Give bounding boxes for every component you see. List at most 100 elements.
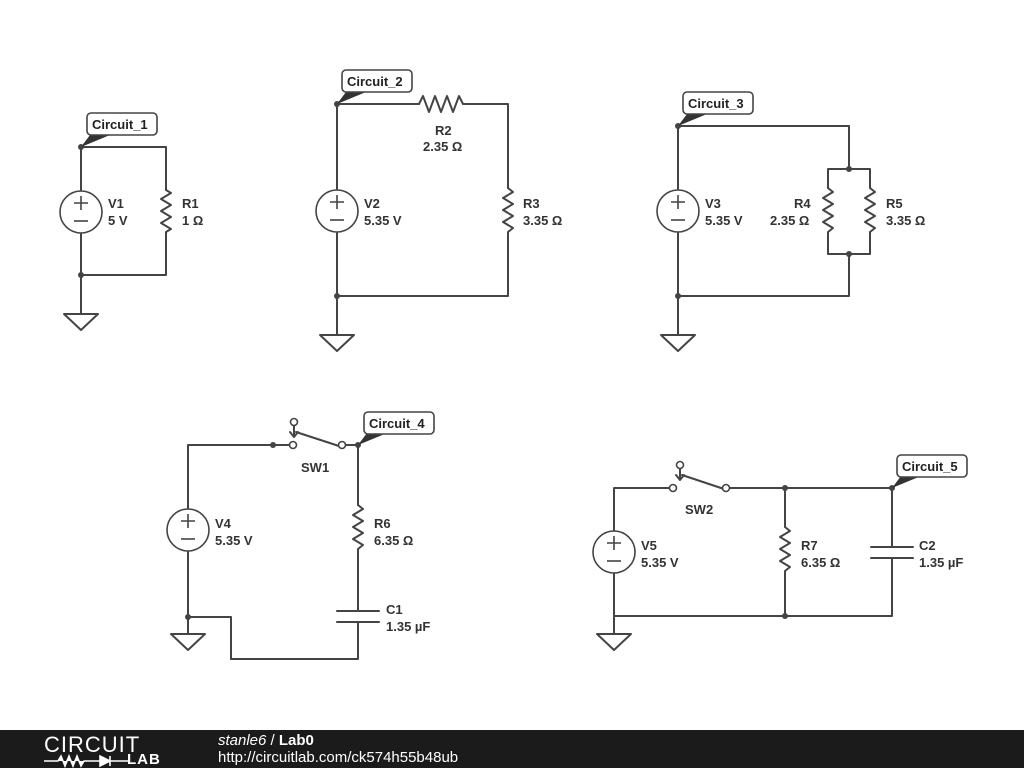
source-name-label: V1	[108, 196, 124, 211]
wire	[187, 444, 359, 660]
circuit-2: Circuit_2 V2 5.35 V R2 2.35 Ω R3 3.35 Ω	[315, 69, 562, 352]
junction-dot	[846, 251, 852, 257]
net-flag-label: Circuit_2	[347, 74, 403, 89]
resistor-name-label: R7	[801, 538, 818, 553]
voltage-source-v1	[59, 190, 103, 234]
resistor-value-label: 2.35 Ω	[423, 139, 462, 154]
ground-symbol	[660, 334, 696, 352]
project-credits: stanle6 / Lab0 http://circuitlab.com/ck5…	[218, 732, 458, 766]
resistor-value-label: 1 Ω	[182, 213, 203, 228]
ground-symbol	[63, 313, 99, 331]
junction-dot	[782, 485, 788, 491]
plus-sign	[181, 514, 195, 528]
voltage-source-v3	[656, 189, 700, 233]
junction-dot	[78, 272, 84, 278]
circuit-5: Circuit_5 SW2 V5 5.35 V R7 6.35 Ω C2 1.3…	[592, 454, 968, 651]
net-flag-circuit-2[interactable]	[341, 69, 413, 93]
junction-dot	[270, 442, 276, 448]
net-flag-label: Circuit_3	[688, 96, 744, 111]
plus-sign	[74, 196, 88, 210]
junction-dot	[782, 613, 788, 619]
logo-text-bottom: LAB	[127, 751, 161, 768]
resistor-value-label: 6.35 Ω	[374, 533, 413, 548]
net-flag-tail	[892, 476, 921, 488]
path-separator: /	[266, 732, 279, 749]
source-name-label: V3	[705, 196, 721, 211]
ground-symbol	[319, 334, 355, 352]
switch-name-label: SW2	[685, 502, 713, 517]
resistor-value-label: 3.35 Ω	[886, 213, 925, 228]
net-flag-circuit-5[interactable]	[896, 454, 968, 478]
resistor-r3	[502, 187, 514, 237]
resistor-r1	[160, 189, 172, 235]
capacitor-c2	[870, 546, 914, 559]
voltage-source-v4	[166, 508, 210, 552]
plus-sign	[607, 536, 621, 550]
net-flag-tail	[678, 114, 707, 126]
capacitor-name-label: C2	[919, 538, 936, 553]
switch-contact	[668, 483, 678, 493]
net-flag-label: Circuit_1	[92, 117, 148, 132]
source-name-label: V4	[215, 516, 232, 531]
net-flag-circuit-1[interactable]	[86, 112, 158, 136]
switch-arrow	[289, 425, 299, 438]
schematic-canvas: Circuit_1 V1 5 V R1 1 Ω Circuit_2 V2 5.3…	[59, 69, 968, 660]
resistor-name-label: R4	[794, 196, 811, 211]
source-value-label: 5.35 V	[641, 555, 679, 570]
resistor-name-label: R1	[182, 196, 199, 211]
resistor-value-label: 3.35 Ω	[523, 213, 562, 228]
switch-contact	[721, 483, 731, 493]
wire	[80, 146, 167, 315]
resistor-r7	[779, 526, 791, 576]
switch-contact	[288, 440, 298, 450]
project-path: stanle6 / Lab0	[218, 732, 458, 749]
circuit-3: Circuit_3 V3 5.35 V R4 2.35 Ω R5 3.35 Ω	[656, 91, 925, 352]
capacitor-name-label: C1	[386, 602, 403, 617]
net-flag-tail	[337, 92, 366, 104]
project-name-link[interactable]: Lab0	[278, 732, 314, 749]
source-value-label: 5.35 V	[705, 213, 743, 228]
capacitor-value-label: 1.35 µF	[919, 555, 963, 570]
source-value-label: 5.35 V	[215, 533, 253, 548]
source-name-label: V5	[641, 538, 657, 553]
resistor-value-label: 6.35 Ω	[801, 555, 840, 570]
net-flag-circuit-4[interactable]	[363, 411, 435, 435]
capacitor-c1	[336, 610, 380, 623]
source-name-label: V2	[364, 196, 380, 211]
logo-text-top: CIRCUIT	[44, 732, 141, 757]
logo-resistor-diode-icon	[44, 754, 128, 768]
junction-dot	[185, 614, 191, 620]
voltage-source-v5	[592, 530, 636, 574]
project-url-link[interactable]: http://circuitlab.com/ck574h55b48ub	[218, 749, 459, 766]
net-flag-circuit-3[interactable]	[682, 91, 754, 115]
switch-contact	[337, 440, 347, 450]
source-value-label: 5 V	[108, 213, 128, 228]
resistor-r5	[864, 187, 876, 237]
switch-pivot	[289, 417, 299, 427]
switch-pivot	[675, 460, 685, 470]
resistor-name-label: R3	[523, 196, 540, 211]
junction-dot	[846, 166, 852, 172]
switch-arrow	[675, 468, 685, 481]
net-flag-label: Circuit_4	[369, 416, 425, 431]
ground-symbol	[170, 633, 206, 651]
net-flag-tail	[81, 135, 110, 147]
junction-dot	[675, 293, 681, 299]
resistor-value-label: 2.35 Ω	[770, 213, 809, 228]
wire	[613, 487, 893, 635]
source-value-label: 5.35 V	[364, 213, 402, 228]
capacitor-value-label: 1.35 µF	[386, 619, 430, 634]
circuit-4: Circuit_4 SW1 V4 5.35 V R6 6.35 Ω C1 1.3…	[166, 411, 435, 660]
junction-dot	[334, 293, 340, 299]
resistor-name-label: R5	[886, 196, 903, 211]
plus-sign	[671, 195, 685, 209]
switch-name-label: SW1	[301, 460, 329, 475]
author-link[interactable]: stanle6	[218, 732, 267, 749]
circuitlab-logo[interactable]: CIRCUIT LAB	[42, 732, 182, 768]
resistor-name-label: R6	[374, 516, 391, 531]
resistor-name-label: R2	[435, 123, 452, 138]
voltage-source-v2	[315, 189, 359, 233]
net-flag-label: Circuit_5	[902, 459, 958, 474]
net-flag-tail	[358, 433, 387, 445]
circuit-1: Circuit_1 V1 5 V R1 1 Ω	[59, 112, 203, 331]
